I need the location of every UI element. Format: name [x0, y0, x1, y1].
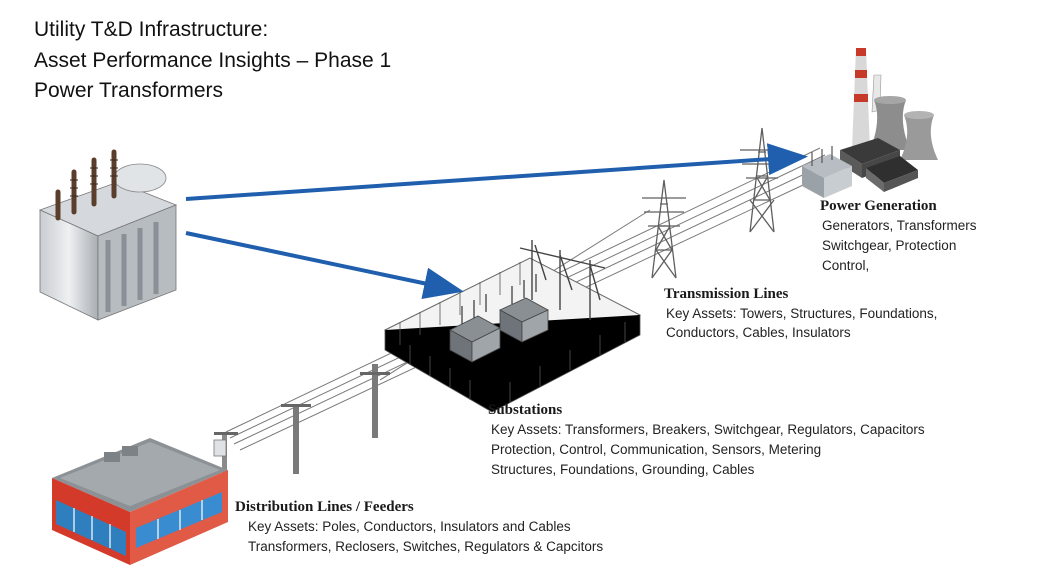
- store-building-icon: [52, 438, 228, 565]
- transmission-heading: Transmission Lines: [664, 286, 789, 302]
- arrow-to-substation: [185, 231, 464, 300]
- connector-arrows: [185, 143, 808, 300]
- distribution-heading: Distribution Lines / Feeders: [235, 499, 414, 515]
- distribution-line: Transformers, Reclosers, Switches, Regul…: [248, 539, 604, 554]
- page-title-line-3: Power Transformers: [34, 79, 224, 102]
- substation-icon: [383, 240, 642, 413]
- power-transformer-icon: [38, 149, 178, 321]
- power-generation-line: Generators, Transformers: [822, 218, 977, 233]
- utility-pole-icon: [213, 364, 390, 488]
- substations-line: Protection, Control, Communication, Sens…: [491, 442, 822, 457]
- transmission-tower-icon: [642, 127, 784, 279]
- transmission-line: Conductors, Cables, Insulators: [666, 325, 851, 340]
- power-generation-line: Switchgear, Protection: [822, 238, 957, 253]
- power-plant-icon: [802, 48, 938, 198]
- page-title-line-2: Asset Performance Insights – Phase 1: [34, 49, 392, 72]
- transmission-line: Key Assets: Towers, Structures, Foundati…: [666, 306, 938, 321]
- substations-line: Structures, Foundations, Grounding, Cabl…: [491, 462, 755, 477]
- substations-heading: Substations: [488, 402, 563, 418]
- page-title-line-1: Utility T&D Infrastructure:: [34, 18, 269, 41]
- substations-line: Key Assets: Transformers, Breakers, Swit…: [491, 422, 925, 437]
- distribution-line: Key Assets: Poles, Conductors, Insulator…: [248, 519, 571, 534]
- arrow-to-power-generation: [185, 143, 808, 201]
- power-generation-heading: Power Generation: [820, 198, 937, 214]
- power-generation-line: Control,: [822, 258, 870, 273]
